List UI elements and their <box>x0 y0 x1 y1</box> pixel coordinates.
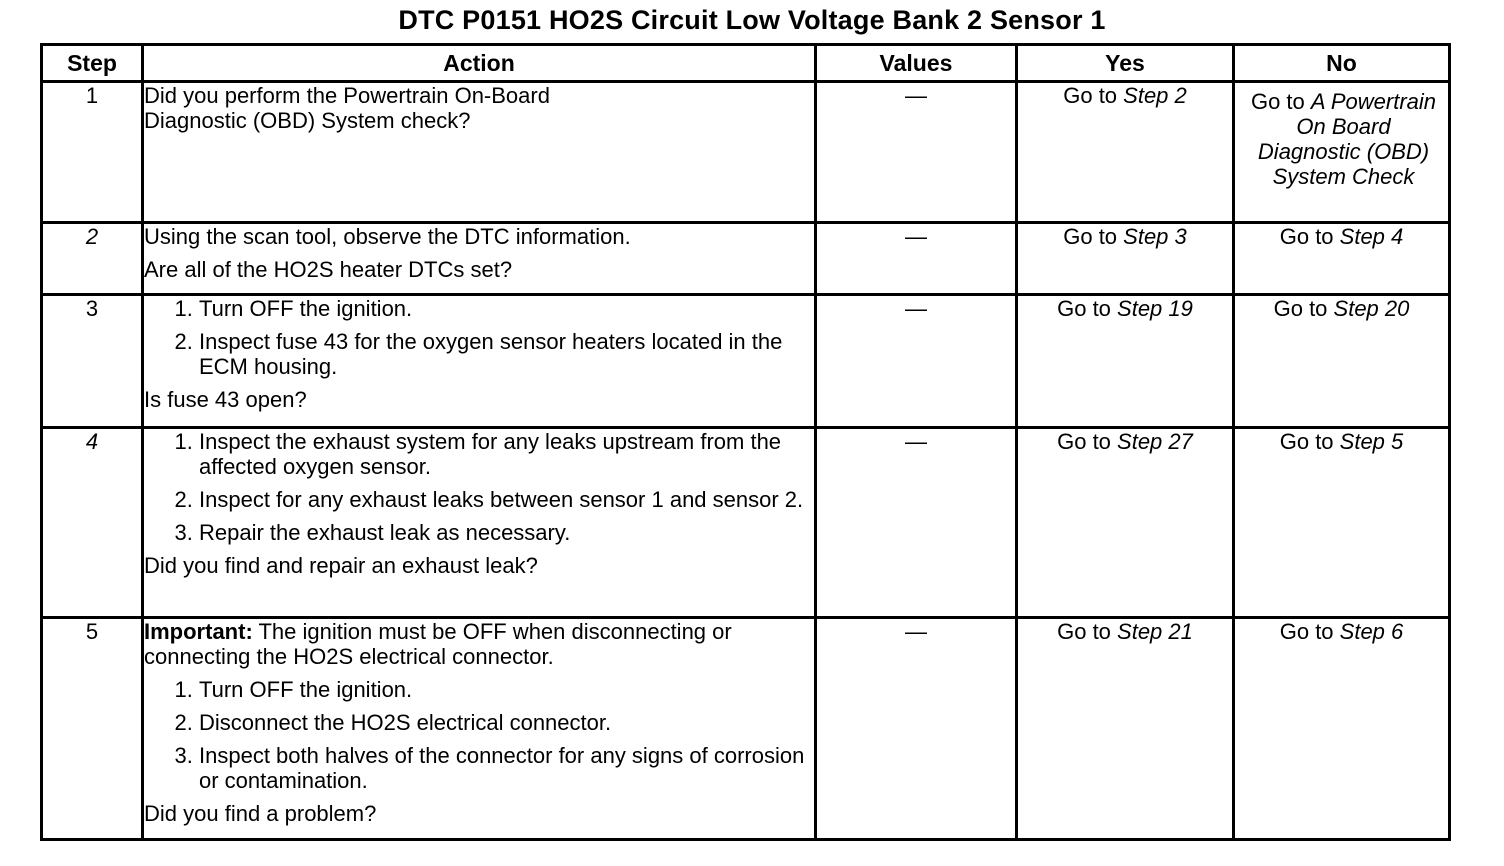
no-prefix: Go to <box>1250 89 1311 114</box>
no-cell: Go to A Powertrain On Board Diagnostic (… <box>1232 80 1451 224</box>
no-cell: Go to Step 5 <box>1232 426 1451 619</box>
step-number: 1 <box>40 80 144 224</box>
value-cell: — <box>814 293 1018 429</box>
no-step-link[interactable]: Step 6 <box>1339 619 1404 644</box>
no-step-link[interactable]: Step 5 <box>1339 429 1404 454</box>
list-item: Inspect for any exhaust leaks between se… <box>199 487 814 512</box>
yes-prefix: Go to <box>1057 429 1118 454</box>
header-action: Action <box>141 43 817 83</box>
table-row: 3 Turn OFF the ignition. Inspect fuse 43… <box>40 293 1451 429</box>
list-item: Turn OFF the ignition. <box>199 677 814 702</box>
table-row: 1 Did you perform the Powertrain On-Boar… <box>40 80 1451 224</box>
no-cell: Go to Step 20 <box>1232 293 1451 429</box>
action-list: Turn OFF the ignition. Inspect fuse 43 f… <box>144 296 814 379</box>
step-number-text: 4 <box>85 429 99 454</box>
no-step-link[interactable]: Step 20 <box>1333 296 1410 321</box>
diagnostic-table: Step Action Values Yes No 1 Did you perf… <box>40 43 1451 841</box>
page-title: DTC P0151 HO2S Circuit Low Voltage Bank … <box>398 5 1106 35</box>
action-cell: Did you perform the Powertrain On-Board … <box>141 80 817 224</box>
action-list: Turn OFF the ignition. Disconnect the HO… <box>144 677 814 793</box>
yes-cell: Go to Step 3 <box>1015 221 1235 296</box>
yes-step-link[interactable]: Step 19 <box>1117 296 1193 321</box>
table-header-row: Step Action Values Yes No <box>40 43 1451 83</box>
action-cell: Turn OFF the ignition. Inspect fuse 43 f… <box>141 293 817 429</box>
step-number: 5 <box>40 616 144 841</box>
step-number: 3 <box>40 293 144 429</box>
yes-prefix: Go to <box>1057 296 1118 321</box>
yes-step-link[interactable]: Step 3 <box>1123 224 1187 249</box>
value-cell: — <box>814 426 1018 619</box>
list-item: Inspect both halves of the connector for… <box>199 743 814 793</box>
yes-cell: Go to Step 21 <box>1015 616 1235 841</box>
action-question: Did you find a problem? <box>144 801 377 826</box>
action-text: Diagnostic (OBD) System check? <box>144 108 471 133</box>
action-question: Are all of the HO2S heater DTCs set? <box>144 257 513 282</box>
action-text: Did you perform the Powertrain On-Board <box>144 83 550 108</box>
step-number-text: 1 <box>85 83 99 108</box>
value-cell: — <box>814 221 1018 296</box>
yes-step-link[interactable]: Step 27 <box>1117 429 1193 454</box>
action-list: Inspect the exhaust system for any leaks… <box>144 429 814 545</box>
step-number-text: 2 <box>85 224 99 249</box>
step-number-text: 5 <box>85 619 99 644</box>
yes-step-link[interactable]: Step 2 <box>1123 83 1187 108</box>
list-item: Turn OFF the ignition. <box>199 296 814 321</box>
header-step: Step <box>40 43 144 83</box>
yes-step-link[interactable]: Step 21 <box>1117 619 1193 644</box>
list-item: Disconnect the HO2S electrical connector… <box>199 710 814 735</box>
value-cell: — <box>814 616 1018 841</box>
yes-cell: Go to Step 2 <box>1015 80 1235 224</box>
no-prefix: Go to <box>1279 429 1340 454</box>
step-number: 2 <box>40 221 144 296</box>
no-cell: Go to Step 4 <box>1232 221 1451 296</box>
no-prefix: Go to <box>1279 224 1340 249</box>
step-number: 4 <box>40 426 144 619</box>
no-step-link[interactable]: Step 4 <box>1339 224 1404 249</box>
yes-cell: Go to Step 27 <box>1015 426 1235 619</box>
step-number-text: 3 <box>85 296 99 321</box>
list-item: Inspect fuse 43 for the oxygen sensor he… <box>199 329 814 379</box>
yes-prefix: Go to <box>1057 619 1118 644</box>
action-question: Did you find and repair an exhaust leak? <box>144 553 538 578</box>
list-item: Repair the exhaust leak as necessary. <box>199 520 814 545</box>
action-text: Using the scan tool, observe the DTC inf… <box>144 224 631 249</box>
important-text: The ignition must be OFF when disconnect… <box>144 619 732 669</box>
table-row: 5 Important: The ignition must be OFF wh… <box>40 616 1451 841</box>
value-cell: — <box>814 80 1018 224</box>
header-yes: Yes <box>1015 43 1235 83</box>
table-row: 4 Inspect the exhaust system for any lea… <box>40 426 1451 619</box>
no-prefix: Go to <box>1279 619 1340 644</box>
action-question: Is fuse 43 open? <box>144 387 307 412</box>
list-item: Inspect the exhaust system for any leaks… <box>199 429 814 479</box>
action-cell: Using the scan tool, observe the DTC inf… <box>141 221 817 296</box>
no-cell: Go to Step 6 <box>1232 616 1451 841</box>
yes-prefix: Go to <box>1063 83 1124 108</box>
yes-cell: Go to Step 19 <box>1015 293 1235 429</box>
yes-prefix: Go to <box>1063 224 1124 249</box>
action-cell: Inspect the exhaust system for any leaks… <box>141 426 817 619</box>
table-row: 2 Using the scan tool, observe the DTC i… <box>40 221 1451 296</box>
action-cell: Important: The ignition must be OFF when… <box>141 616 817 841</box>
important-label: Important: <box>144 619 253 644</box>
important-note: Important: The ignition must be OFF when… <box>144 619 814 669</box>
no-step-link[interactable]: A Powertrain On Board Diagnostic (OBD) S… <box>1257 89 1437 189</box>
header-no: No <box>1232 43 1451 83</box>
header-values: Values <box>814 43 1018 83</box>
no-prefix: Go to <box>1273 296 1334 321</box>
